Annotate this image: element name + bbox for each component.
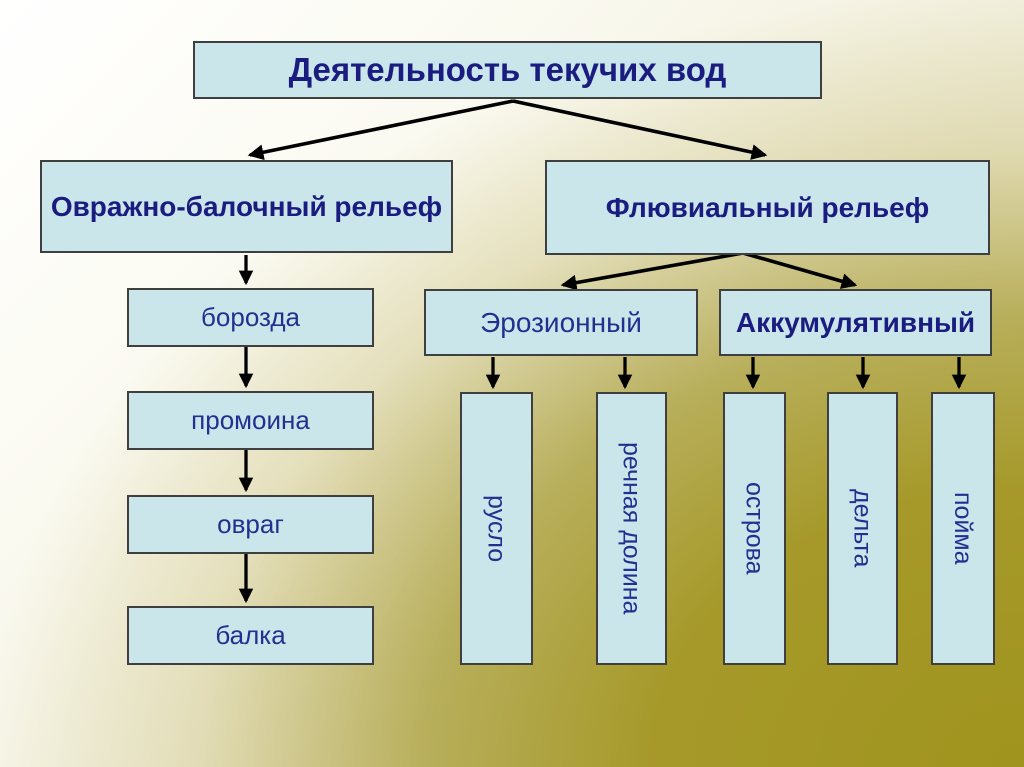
arrow-fluvial-to-accumulative [742,251,858,289]
node-ovrag: овраг [127,495,374,554]
node-label: балка [215,619,286,650]
node-fluvial-relief: Флювиальный рельеф [545,160,990,255]
arrow-fluvial-to-erosion [560,251,744,291]
node-balka: балка [127,606,374,665]
arrow-lines [238,99,967,604]
node-ruslo: русло [460,392,533,665]
node-label: Флювиальный рельеф [605,191,930,223]
node-label: промоина [191,404,310,435]
node-promoina: промоина [127,391,374,450]
node-label: Овражно-балочный рельеф [50,190,443,222]
diagram-title-box: Деятельность текучих вод [193,41,822,99]
node-label: пойма [949,492,978,565]
node-label: Эрозионный [480,306,642,338]
node-label: речная долина [617,442,646,615]
node-accumulative-type: Аккумулятивный [719,289,992,356]
node-delta: дельта [827,392,898,665]
diagram-title-label: Деятельность текучих вод [288,50,727,88]
node-label: русло [482,494,511,563]
node-ostrova: острова [723,392,786,665]
arrow-title-to-right-branch [512,99,768,160]
node-borozda: борозда [127,288,374,347]
node-label: овраг [217,508,284,539]
node-rechnaya-dolina: речная долина [596,392,667,665]
node-label: дельта [848,489,877,568]
node-erosion-type: Эрозионный [424,289,698,356]
node-label: борозда [201,301,300,332]
node-poyma: пойма [931,392,995,665]
node-label: острова [740,482,769,575]
node-ovrazhno-balochny-relief: Овражно-балочный рельеф [40,160,453,253]
node-label: Аккумулятивный [735,306,976,338]
arrow-title-to-left-branch [247,99,514,161]
